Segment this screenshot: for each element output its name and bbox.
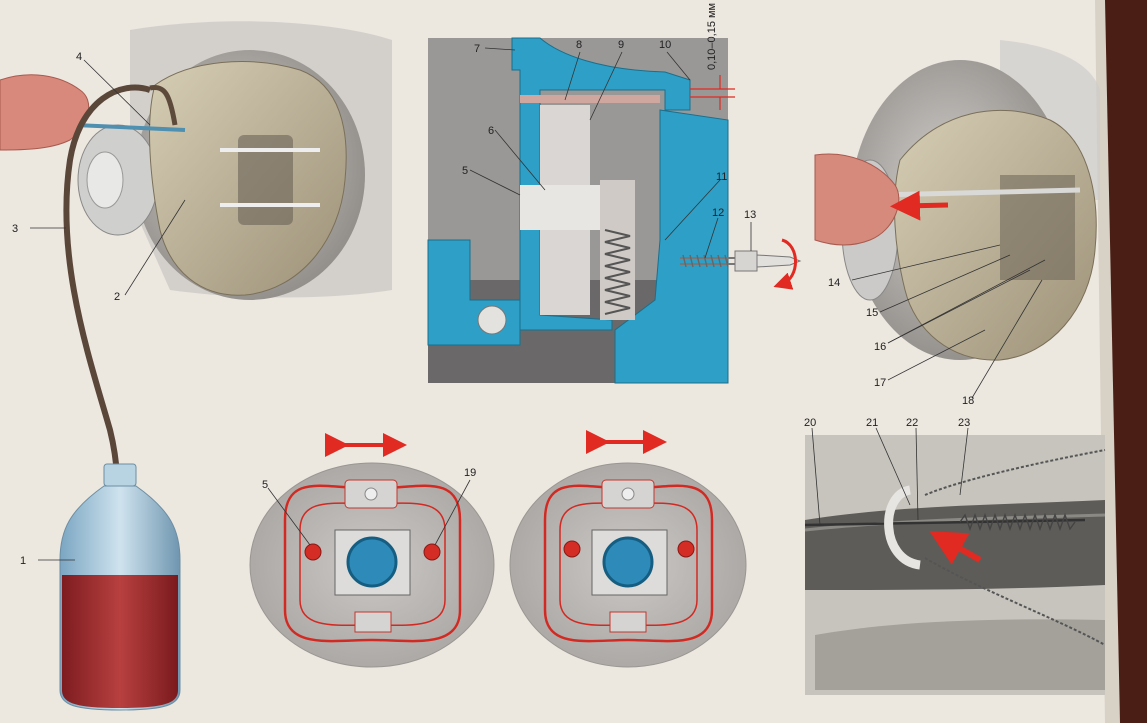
label-16: 16 <box>874 341 886 353</box>
ball <box>477 305 507 335</box>
label-6: 6 <box>488 125 494 137</box>
label-11: 11 <box>716 171 727 183</box>
label-7: 7 <box>474 43 480 55</box>
label-20: 20 <box>804 417 816 429</box>
front-caliper-bleeding-figure <box>0 21 392 300</box>
label-17: 17 <box>874 377 886 389</box>
brake-shoes <box>283 484 462 643</box>
return-spring <box>959 512 1076 532</box>
label-15: 15 <box>866 307 878 319</box>
drum-brake-adjust-right-figure <box>509 430 747 668</box>
label-5-drum: 5 <box>262 479 268 491</box>
adjusting-screw <box>680 238 802 290</box>
label-23: 23 <box>958 417 970 429</box>
wheel-cylinder-section-figure <box>427 37 729 384</box>
gap-indicator: 0,10–0,15 мм <box>690 3 735 110</box>
label-13: 13 <box>744 209 756 221</box>
gap-value: 0,10–0,15 мм <box>706 3 718 70</box>
label-19: 19 <box>464 467 476 479</box>
label-8: 8 <box>576 39 582 51</box>
cable-upper <box>924 449 1106 496</box>
label-12: 12 <box>712 207 724 219</box>
label-9: 9 <box>618 39 624 51</box>
bleeder-hose-end <box>149 85 178 126</box>
label-4: 4 <box>76 51 82 63</box>
equalizer-bracket <box>884 485 922 570</box>
label-3: 3 <box>12 223 18 235</box>
piston-5-6 <box>520 185 600 230</box>
housing-blue-right <box>614 109 729 384</box>
bleeding-bottle <box>59 463 181 711</box>
rotate-arrow <box>773 238 797 290</box>
adjuster-cam-5 <box>304 543 322 561</box>
caliper-body-right <box>894 109 1097 361</box>
adjuster-cam-19 <box>423 543 441 561</box>
label-21: 21 <box>866 417 878 429</box>
spring <box>604 229 631 315</box>
label-22: 22 <box>906 417 918 429</box>
caliper-pad-removal-figure <box>814 40 1100 361</box>
label-1: 1 <box>20 555 26 567</box>
housing-blue-section <box>511 37 691 331</box>
label-18: 18 <box>962 395 974 407</box>
adjust-arrow <box>929 531 982 565</box>
brake-pads <box>238 135 293 225</box>
brake-fluid <box>62 575 178 708</box>
parking-brake-cable-figure <box>804 435 1106 695</box>
label-2: 2 <box>114 291 120 303</box>
label-5-section: 5 <box>462 165 468 177</box>
wrench <box>74 123 186 132</box>
cable-rod <box>804 518 1086 527</box>
pull-arrow <box>890 190 949 221</box>
drum-brake-adjust-left-figure <box>249 433 495 668</box>
lining-8 <box>520 95 660 103</box>
axle-seal <box>346 536 398 588</box>
label-10: 10 <box>659 39 671 51</box>
label-14: 14 <box>828 277 840 289</box>
